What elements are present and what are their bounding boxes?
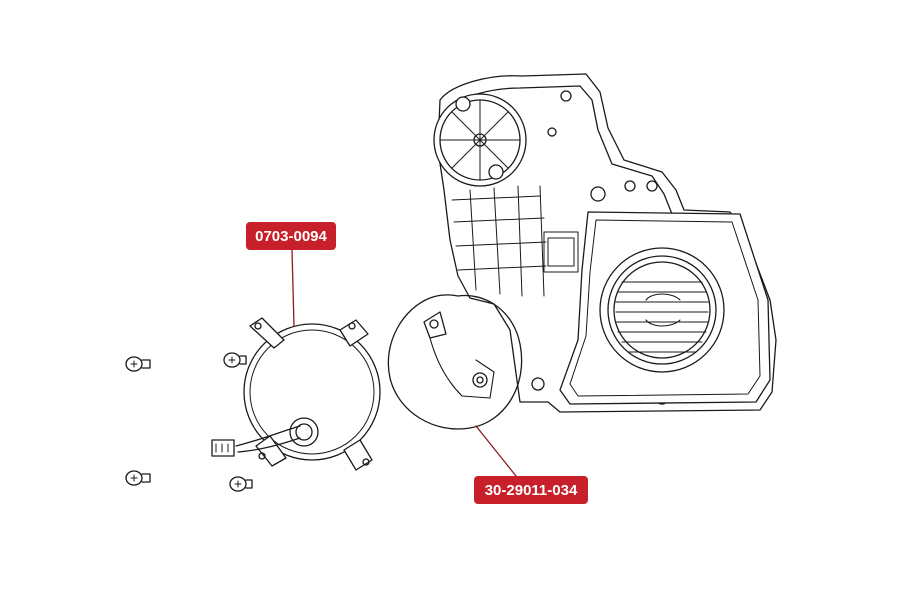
housing-ribs: [451, 185, 579, 297]
housing-assembly: [433, 73, 777, 413]
motor-arm-top-left: [249, 317, 285, 349]
motor-connector: [211, 439, 235, 457]
gasket-ring-outline: [387, 294, 523, 430]
screw-2: [223, 352, 247, 368]
screws: [125, 352, 253, 492]
leader-line-motor: [291, 249, 295, 327]
motor-arm-bottom-right: [343, 439, 373, 471]
motor-hub: [289, 417, 319, 447]
gasket-ring: [387, 294, 523, 430]
screw-1: [125, 356, 151, 372]
housing-top-boss: [433, 93, 527, 187]
gasket-bracket: [429, 337, 495, 399]
motor-housing: [243, 323, 381, 461]
screw-3: [125, 470, 151, 486]
screw-4: [229, 476, 253, 492]
callout-part-number-motor[interactable]: 0703-0094: [246, 222, 336, 250]
vent-grille: [599, 247, 725, 373]
motor-assembly: [211, 317, 381, 471]
leader-line-gasket: [475, 425, 517, 477]
motor-wire: [235, 425, 301, 453]
gasket-tab: [423, 311, 447, 339]
callout-part-number-gasket[interactable]: 30-29011-034: [474, 476, 588, 504]
motor-arm-bottom-left: [255, 435, 287, 467]
